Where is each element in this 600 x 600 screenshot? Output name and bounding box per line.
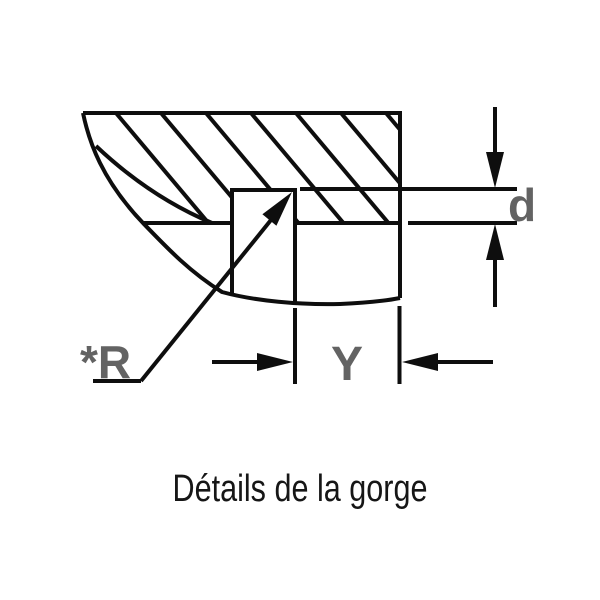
groove-profile [230, 188, 297, 304]
dim-label-y: Y [331, 338, 363, 391]
d-arrowhead-down-icon [486, 152, 504, 188]
part-outline [81, 111, 402, 307]
dimension-y: Y [212, 306, 493, 391]
hatch-stroke [241, 113, 353, 223]
r-arrowhead-icon [262, 192, 292, 226]
radius-label: *R [80, 336, 131, 388]
hatch-stroke [286, 113, 398, 223]
break-line-curve [81, 112, 401, 307]
inner-break-curve [94, 144, 213, 225]
y-arrowhead-left-icon [402, 353, 438, 371]
section-hatching [106, 113, 400, 223]
dimension-d: d [300, 107, 536, 307]
y-arrowhead-right-icon [257, 353, 293, 371]
hatch-stroke [331, 113, 400, 223]
figure-caption: Détails de la gorge [173, 468, 428, 510]
hatch-stroke [106, 113, 218, 223]
dim-label-d: d [508, 179, 536, 231]
hatch-stroke [151, 113, 263, 223]
r-leader-line [139, 213, 277, 383]
hatch-stroke [376, 113, 400, 223]
radius-callout: *R [80, 192, 292, 388]
hatch-stroke [196, 113, 308, 223]
d-arrowhead-up-icon [486, 224, 504, 260]
